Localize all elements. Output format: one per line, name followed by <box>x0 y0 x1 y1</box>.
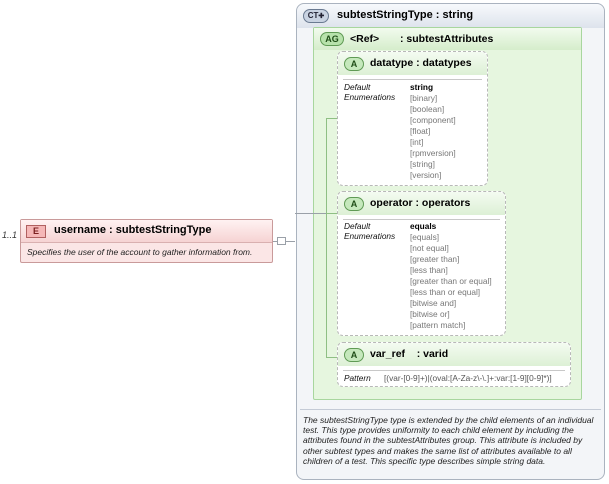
enumeration-item: [less than or equal] <box>410 287 481 297</box>
complex-type-documentation: The subtestStringType type is extended b… <box>303 415 594 466</box>
divider <box>300 409 601 410</box>
connector-line <box>326 118 337 119</box>
pattern-value: [(var-[0-9]+)|(oval:[A-Za-z\-\.]+:var:[1… <box>384 373 552 383</box>
attribute-group-ref: <Ref> <box>350 33 380 45</box>
enumeration-item: [component] <box>410 115 456 125</box>
enumerations-label: Enumerations <box>344 92 396 102</box>
attribute-operator[interactable]: A operator : operators Default Enumerati… <box>337 191 506 336</box>
enumeration-item: [bitwise and] <box>410 298 457 308</box>
enumeration-list: [equals] [not equal] [greater than] [les… <box>410 232 492 331</box>
enumeration-item: [float] <box>410 126 431 136</box>
divider <box>343 370 565 371</box>
enumeration-item: [pattern match] <box>410 320 466 330</box>
element-documentation: Specifies the user of the account to gat… <box>27 247 253 257</box>
enumeration-item: [rpmversion] <box>410 148 456 158</box>
enumeration-item: [string] <box>410 159 435 169</box>
default-value: string <box>410 82 434 92</box>
attribute-group-icon: AG <box>320 32 344 46</box>
enumeration-item: [less than] <box>410 265 448 275</box>
enumerations-label: Enumerations <box>344 231 396 241</box>
sequence-connector-icon <box>277 237 286 245</box>
enumeration-item: [greater than or equal] <box>410 276 492 286</box>
attribute-var-ref[interactable]: A var_ref : varid Pattern [(var-[0-9]+)|… <box>337 342 571 387</box>
attribute-group-header: AG <Ref> : subtestAttributes <box>314 28 581 50</box>
enumeration-item: [int] <box>410 137 424 147</box>
complex-type-title: subtestStringType : string <box>337 9 474 21</box>
divider <box>343 219 500 220</box>
enumeration-list: [binary] [boolean] [component] [float] [… <box>410 93 456 181</box>
attribute-group-name: : subtestAttributes <box>400 33 494 45</box>
multiplicity-label: 1..1 <box>2 230 18 240</box>
connector-line <box>326 118 327 358</box>
attribute-title: datatype : datatypes <box>370 57 472 69</box>
enumeration-item: [boolean] <box>410 104 445 114</box>
attribute-header: A var_ref : varid <box>338 343 570 366</box>
attribute-icon: A <box>344 348 364 362</box>
element-icon: E <box>26 225 46 238</box>
attribute-icon: A <box>344 197 364 211</box>
connector-line <box>295 213 326 214</box>
enumeration-item: [bitwise or] <box>410 309 450 319</box>
enumeration-item: [not equal] <box>410 243 449 253</box>
default-label: Default <box>344 82 371 92</box>
connector-line <box>326 213 337 214</box>
element-header: E username : subtestStringType <box>21 220 272 243</box>
enumeration-item: [binary] <box>410 93 438 103</box>
element-title: username : subtestStringType <box>54 224 212 236</box>
attribute-icon: A <box>344 57 364 71</box>
enumeration-item: [greater than] <box>410 254 460 264</box>
enumeration-item: [version] <box>410 170 442 180</box>
pattern-label: Pattern <box>344 373 371 383</box>
divider <box>343 79 482 80</box>
attribute-title: operator : operators <box>370 197 471 209</box>
complex-type-header: CT✚ subtestStringType : string <box>297 4 604 28</box>
element-username[interactable]: E username : subtestStringType Specifies… <box>20 219 273 263</box>
attribute-header: A operator : operators <box>338 192 505 215</box>
connector-line <box>326 357 337 358</box>
complex-type-icon: CT✚ <box>303 9 329 23</box>
default-value: equals <box>410 221 437 231</box>
attribute-title: var_ref : varid <box>370 348 449 360</box>
default-label: Default <box>344 221 371 231</box>
enumeration-item: [equals] <box>410 232 440 242</box>
attribute-header: A datatype : datatypes <box>338 52 487 75</box>
attribute-datatype[interactable]: A datatype : datatypes Default Enumerati… <box>337 51 488 186</box>
